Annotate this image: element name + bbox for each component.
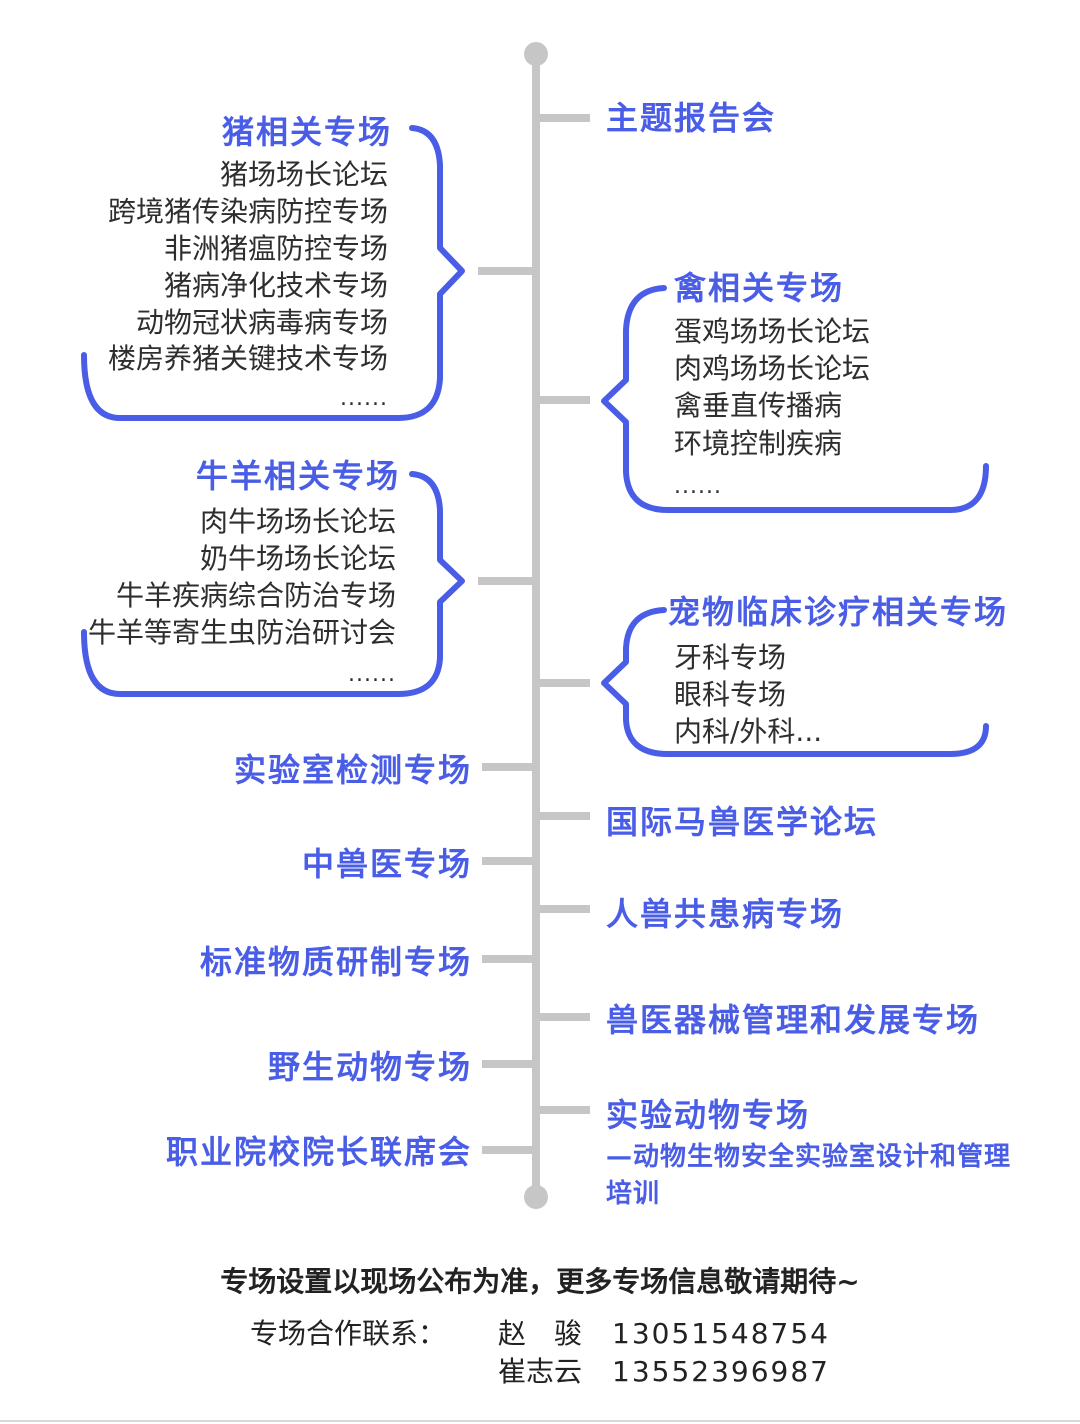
footer-note: 专场设置以现场公布为准，更多专场信息敬请期待~ — [220, 1265, 860, 1298]
lab-testing-label: 实验室检测专场 — [233, 751, 472, 789]
cattle-item: 牛羊等寄生虫防治研讨会 — [87, 616, 396, 649]
zoonosis-label: 人兽共患病专场 — [606, 895, 845, 933]
cattle-more: ...... — [348, 662, 396, 687]
contact1-phone: 13051548754 — [612, 1317, 830, 1350]
keynote-label: 主题报告会 — [606, 99, 777, 137]
lab-animal-title: 实验动物专场 — [606, 1096, 811, 1134]
cattle-title: 牛羊相关专场 — [195, 457, 400, 495]
pig-item: 非洲猪瘟防控专场 — [163, 232, 388, 265]
cattle-item: 牛羊疾病综合防治专场 — [115, 579, 396, 612]
pet-item: 眼科专场 — [674, 678, 787, 711]
bottom-divider — [0, 1420, 1080, 1422]
instruments-label: 兽医器械管理和发展专场 — [606, 1001, 981, 1039]
poultry-item: 禽垂直传播病 — [674, 389, 843, 422]
pig-item: 动物冠状病毒病专场 — [135, 306, 388, 339]
contact-label: 专场合作联系： — [250, 1317, 447, 1350]
cattle-item: 肉牛场场长论坛 — [199, 505, 396, 538]
cattle-item: 奶牛场场长论坛 — [199, 542, 396, 575]
poultry-title: 禽相关专场 — [674, 269, 845, 307]
reference-label: 标准物质研制专场 — [199, 943, 472, 981]
lab-animal-subtitle: —动物生物安全实验室设计和管理 — [606, 1142, 1012, 1172]
cattle-brace — [81, 471, 465, 697]
poultry-more: ...... — [674, 474, 722, 499]
pet-item: 牙科专场 — [674, 641, 787, 674]
pig-item: 跨境猪传染病防控专场 — [107, 195, 388, 228]
poultry-brace — [601, 285, 989, 513]
timeline-top-dot — [524, 42, 548, 66]
contact2-phone: 13552396987 — [612, 1355, 830, 1388]
pig-title: 猪相关专场 — [221, 113, 392, 151]
contact1-name: 赵 骏 — [498, 1317, 583, 1350]
pig-item: 猪场场长论坛 — [219, 158, 388, 191]
equine-label: 国际马兽医学论坛 — [606, 803, 879, 841]
vocational-label: 职业院校院长联席会 — [165, 1133, 472, 1171]
pet-item: 内科/外科... — [674, 715, 823, 748]
wildlife-label: 野生动物专场 — [267, 1048, 472, 1086]
pet-title: 宠物临床诊疗相关专场 — [668, 593, 1009, 631]
poultry-item: 蛋鸡场场长论坛 — [674, 315, 871, 348]
pig-item: 楼房养猪关键技术专场 — [107, 342, 388, 375]
poultry-item: 环境控制疾病 — [674, 427, 843, 460]
timeline-bottom-dot — [524, 1185, 548, 1209]
pig-brace — [81, 125, 465, 421]
pig-item: 猪病净化技术专场 — [163, 269, 388, 302]
tcm-label: 中兽医专场 — [301, 845, 472, 883]
poultry-item: 肉鸡场场长论坛 — [674, 352, 871, 385]
pig-more: ...... — [340, 386, 388, 411]
pet-brace — [601, 607, 989, 757]
contact2-name: 崔志云 — [498, 1355, 583, 1388]
lab-animal-subtitle-cont: 培训 — [606, 1179, 661, 1209]
